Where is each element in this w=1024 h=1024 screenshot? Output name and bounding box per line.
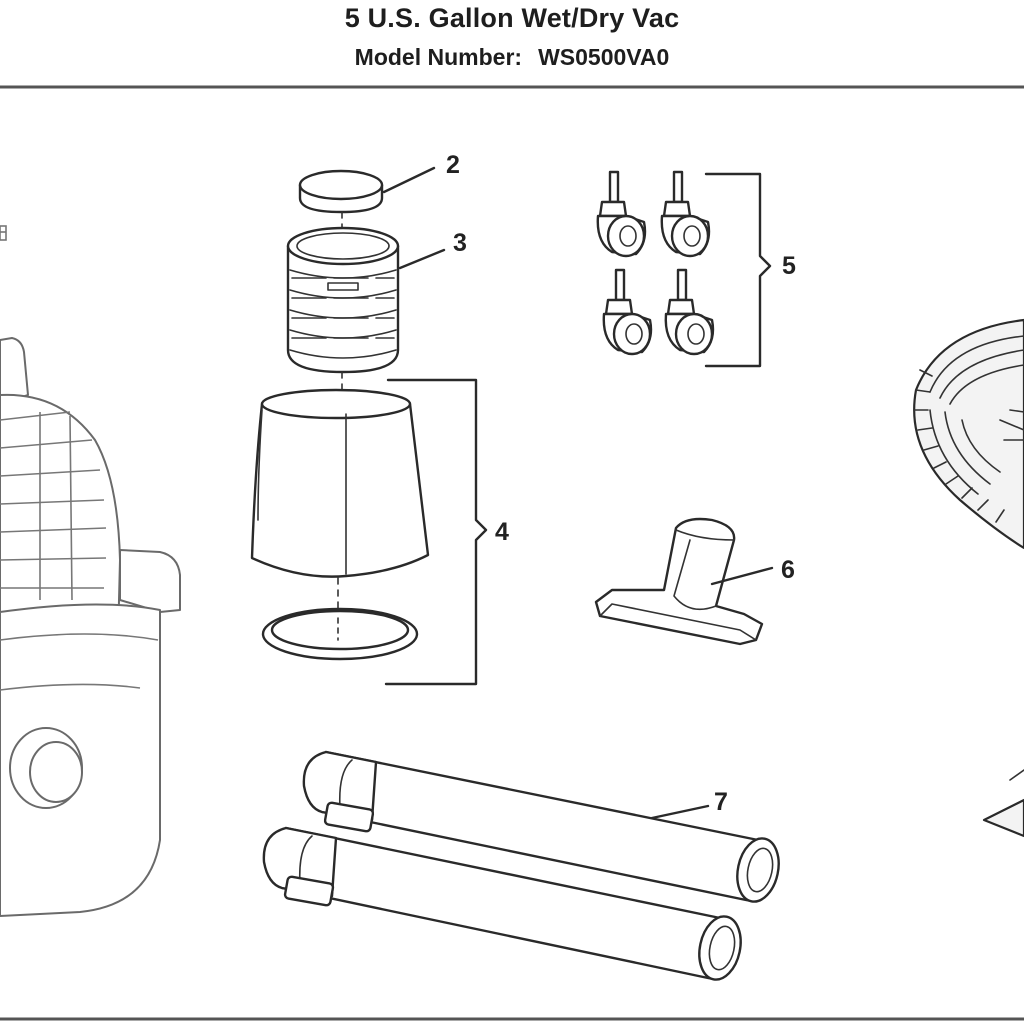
- callout-5: 5: [782, 252, 796, 280]
- diagram-header: 5 U.S. Gallon Wet/Dry Vac Model Number: W…: [0, 0, 1024, 88]
- part-4-retaining-ring: [261, 607, 419, 661]
- model-number-value: WS0500VA0: [538, 44, 670, 70]
- callout-2: 2: [446, 151, 460, 179]
- leader-2: [382, 166, 436, 194]
- part-2-filter-cap: [298, 169, 384, 214]
- leader-3: [398, 248, 446, 270]
- part-4-bracket: [384, 378, 488, 686]
- callout-4: 4: [495, 518, 509, 546]
- model-number-label: Model Number:: [354, 44, 523, 70]
- part-5-casters: [596, 170, 715, 356]
- part-7-extension-wands: [262, 750, 780, 981]
- vac-body-illustration: [0, 225, 181, 917]
- callout-3: 3: [453, 229, 467, 257]
- leader-6: [710, 566, 774, 586]
- part-5-bracket: [704, 172, 772, 368]
- callout-6: 6: [781, 556, 795, 584]
- leader-7: [650, 804, 710, 820]
- part-3-filter-cage: [286, 226, 400, 374]
- part-6-utility-nozzle: [594, 517, 764, 646]
- callout-7: 7: [714, 788, 728, 816]
- hose-illustration: [913, 318, 1024, 838]
- part-4-filter-bag: [250, 388, 430, 578]
- model-number-line: Model Number: WS0500VA0: [0, 44, 1024, 71]
- diagram-title: 5 U.S. Gallon Wet/Dry Vac: [344, 3, 680, 33]
